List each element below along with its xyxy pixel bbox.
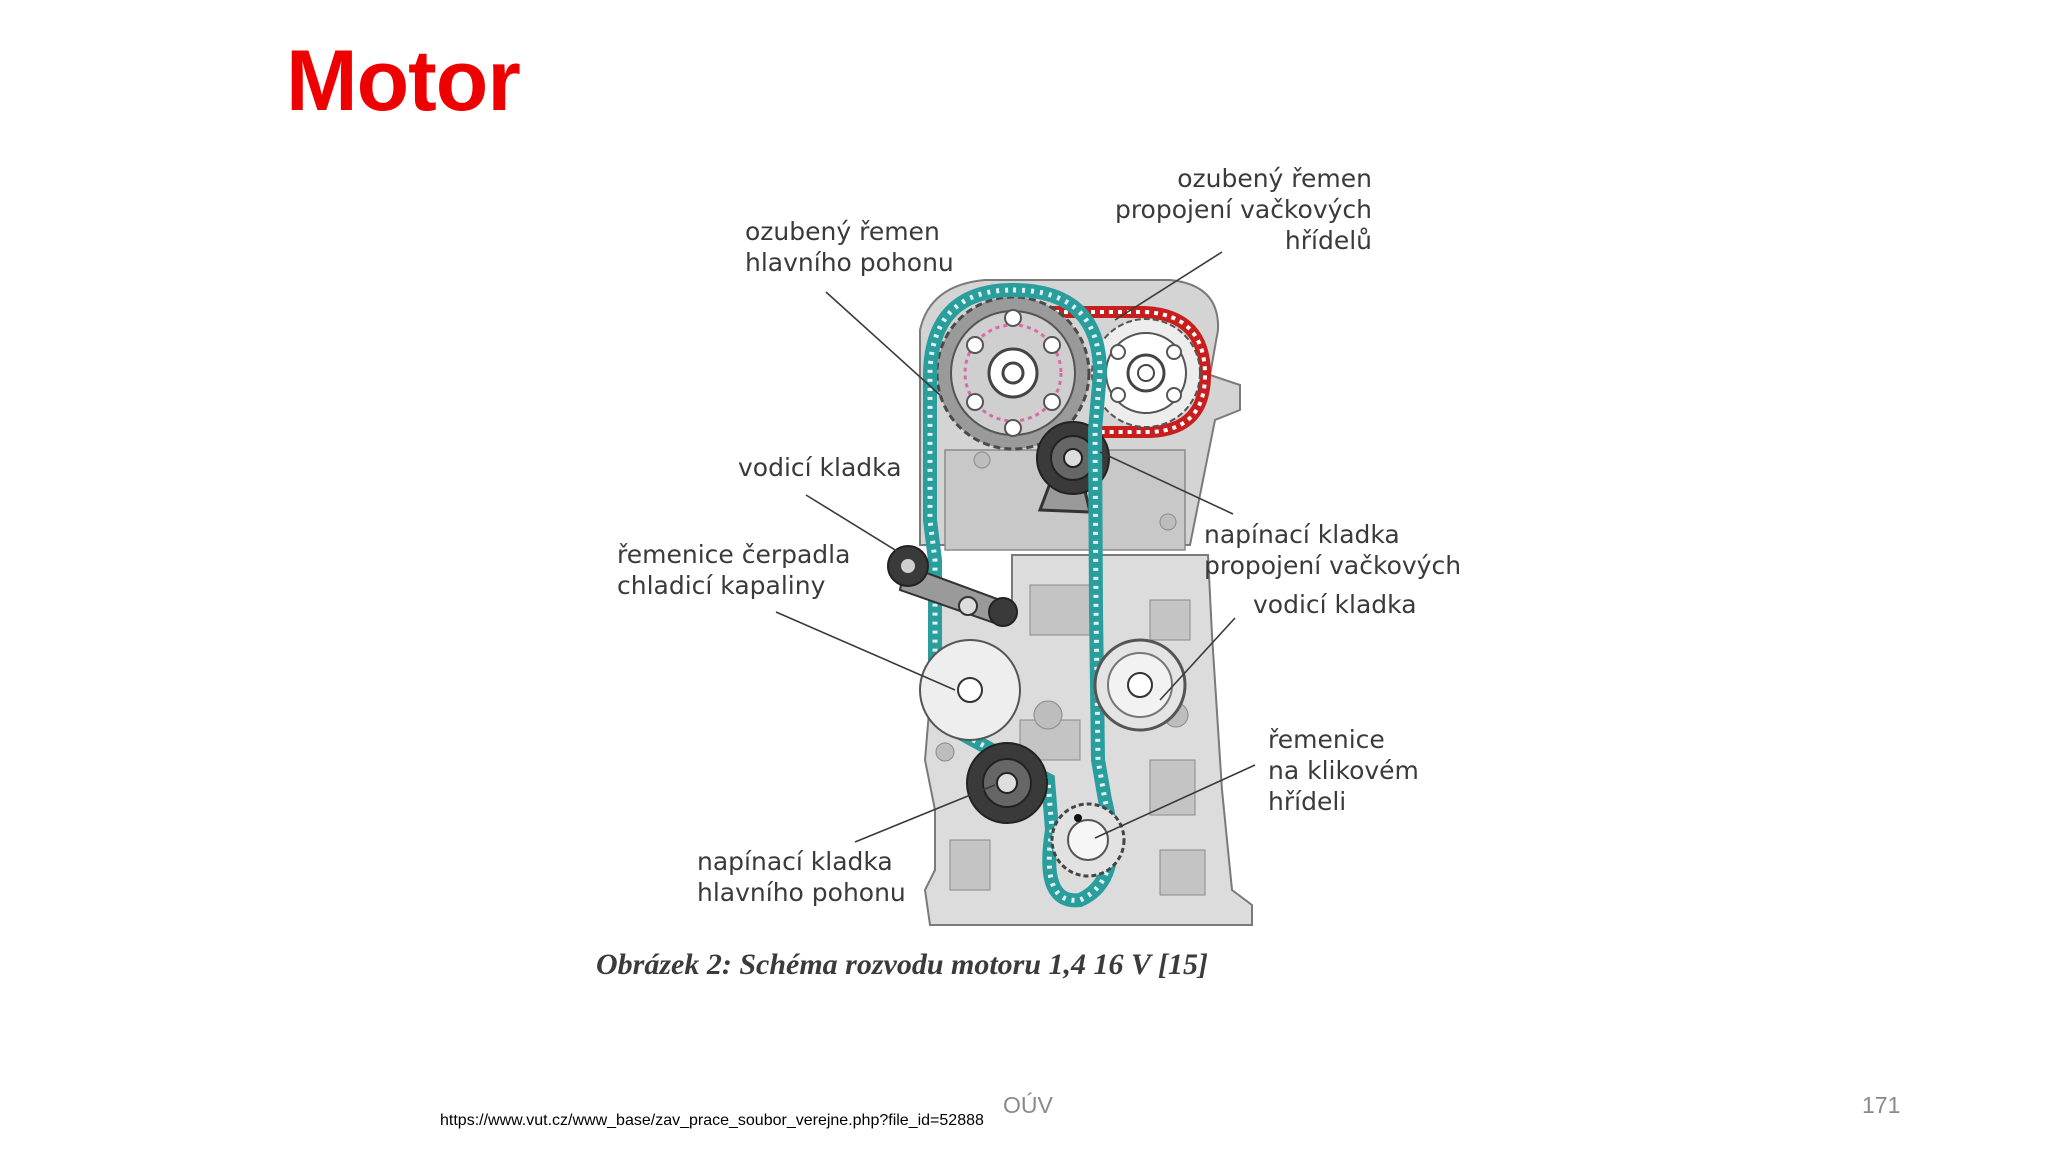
label-tensioner-cam: napínací kladka propojení vačkových	[1204, 520, 1461, 580]
label-line: vodicí kladka	[738, 453, 902, 482]
slide-number: 171	[1862, 1092, 1901, 1118]
label-line: ozubený řemen	[1177, 164, 1372, 193]
label-line: napínací kladka	[697, 847, 893, 876]
crankshaft-pulley	[1050, 802, 1126, 878]
label-guide-pulley-upper: vodicí kladka	[738, 453, 902, 482]
label-line: chladicí kapaliny	[617, 571, 826, 600]
label-cam-belt: ozubený řemen propojení vačkových hřídel…	[1115, 164, 1372, 255]
label-line: hlavního pohonu	[745, 248, 954, 277]
guide-pulley-right	[1093, 638, 1187, 732]
label-pump-pulley: řemenice čerpadla chladicí kapaliny	[617, 540, 850, 600]
label-line: řemenice čerpadla	[617, 540, 850, 569]
camshaft-gear-left	[935, 295, 1091, 451]
label-guide-pulley-right: vodicí kladka	[1253, 590, 1417, 619]
label-crank-pulley: řemenice na klikovém hřídeli	[1268, 725, 1419, 816]
label-line: propojení vačkových	[1204, 551, 1461, 580]
camshaft-link-belt	[1010, 306, 1212, 438]
coolant-pump-pulley	[919, 639, 1021, 741]
label-line: napínací kladka	[1204, 520, 1400, 549]
main-drive-belt	[923, 282, 1119, 908]
footer-center-text: OÚV	[1003, 1092, 1053, 1118]
label-line: řemenice	[1268, 725, 1385, 754]
main-tensioner	[966, 742, 1048, 824]
label-line: hřídelů	[1285, 226, 1372, 255]
label-line: hřídeli	[1268, 787, 1346, 816]
slide-title: Motor	[286, 33, 521, 129]
label-line: propojení vačkových	[1115, 195, 1372, 224]
camshaft-gear-right	[1091, 318, 1201, 428]
label-line: hlavního pohonu	[697, 878, 906, 907]
label-tensioner-main: napínací kladka hlavního pohonu	[697, 847, 906, 907]
label-line: vodicí kladka	[1253, 590, 1417, 619]
label-line: ozubený řemen	[745, 217, 940, 246]
guide-pulley-upper	[887, 545, 1018, 627]
label-line: na klikovém	[1268, 756, 1419, 785]
label-main-belt: ozubený řemen hlavního pohonu	[745, 217, 954, 277]
leader-lines	[775, 251, 1256, 843]
figure-caption: Obrázek 2: Schéma rozvodu motoru 1,4 16 …	[596, 948, 1208, 981]
source-url[interactable]: https://www.vut.cz/www_base/zav_prace_so…	[440, 1112, 984, 1129]
